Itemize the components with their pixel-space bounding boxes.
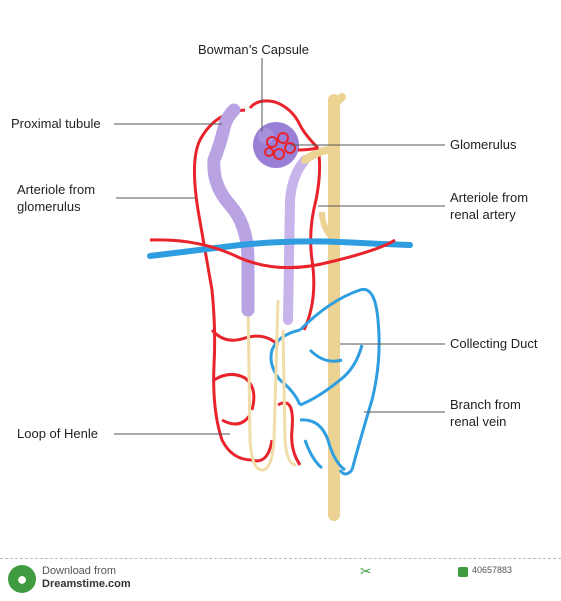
label-arteriole-glomerulus-line2: glomerulus [17, 199, 81, 214]
capsule-highlight [258, 128, 274, 144]
proximal-tubule [207, 103, 255, 317]
vein-capillary-2 [299, 344, 364, 407]
footer-bar: ● Download from Dreamstime.com ✂ 4065788… [0, 558, 561, 601]
dreamstime-logo-icon: ● [8, 565, 36, 593]
nephron-diagram [114, 58, 445, 521]
loop-of-henle-inner [281, 329, 297, 467]
vein-capillary-5 [303, 439, 323, 470]
capillary-red-3 [221, 414, 252, 426]
capillary-red-1 [210, 328, 280, 347]
label-proximal-tubule: Proximal tubule [11, 116, 101, 131]
capillary-red-5 [251, 439, 274, 463]
collecting-duct-top-branch [330, 93, 346, 109]
renal-vein-branch [298, 287, 381, 471]
loop-of-henle [246, 299, 280, 472]
label-branch-renal-vein-line2: renal vein [450, 414, 507, 429]
renal-vein-main [147, 238, 413, 259]
renal-artery-main [149, 238, 396, 270]
arteriole-renal-artery-path [248, 99, 320, 150]
label-arteriole-glomerulus-line1: Arteriole from [17, 182, 96, 197]
scissors-icon: ✂ [360, 563, 372, 579]
label-bowmans-capsule: Bowman’s Capsule [198, 42, 310, 57]
collecting-duct-side-branch [319, 211, 337, 243]
footer-image-id: 40657883 [472, 565, 513, 575]
image-id-icon [458, 567, 468, 577]
efferent-arteriole-path [192, 108, 253, 462]
vein-capillary-6 [338, 468, 354, 476]
label-loop-of-henle: Loop of Henle [17, 426, 98, 441]
label-glomerulus: Glomerulus [450, 137, 517, 152]
vein-capillary-3 [308, 348, 343, 363]
distal-tubule-link [301, 146, 334, 164]
label-collecting-duct: Collecting Duct [450, 336, 538, 351]
arteriole-right-path [302, 147, 322, 331]
glomerulus [264, 132, 296, 160]
label-branch-renal-vein-line1: Branch from [450, 397, 521, 412]
afferent-arteriole [297, 146, 319, 152]
vein-capillary-4 [299, 418, 346, 472]
label-arteriole-renal-artery-line1: Arteriole from [450, 190, 529, 205]
capillary-red-4 [277, 401, 302, 466]
distal-tubule [283, 155, 310, 325]
footer-download-text: Download from [42, 565, 116, 577]
capillary-red-2 [213, 373, 256, 411]
footer-site-link[interactable]: Dreamstime.com [42, 578, 131, 590]
label-arteriole-renal-artery-line2: renal artery [450, 207, 516, 222]
